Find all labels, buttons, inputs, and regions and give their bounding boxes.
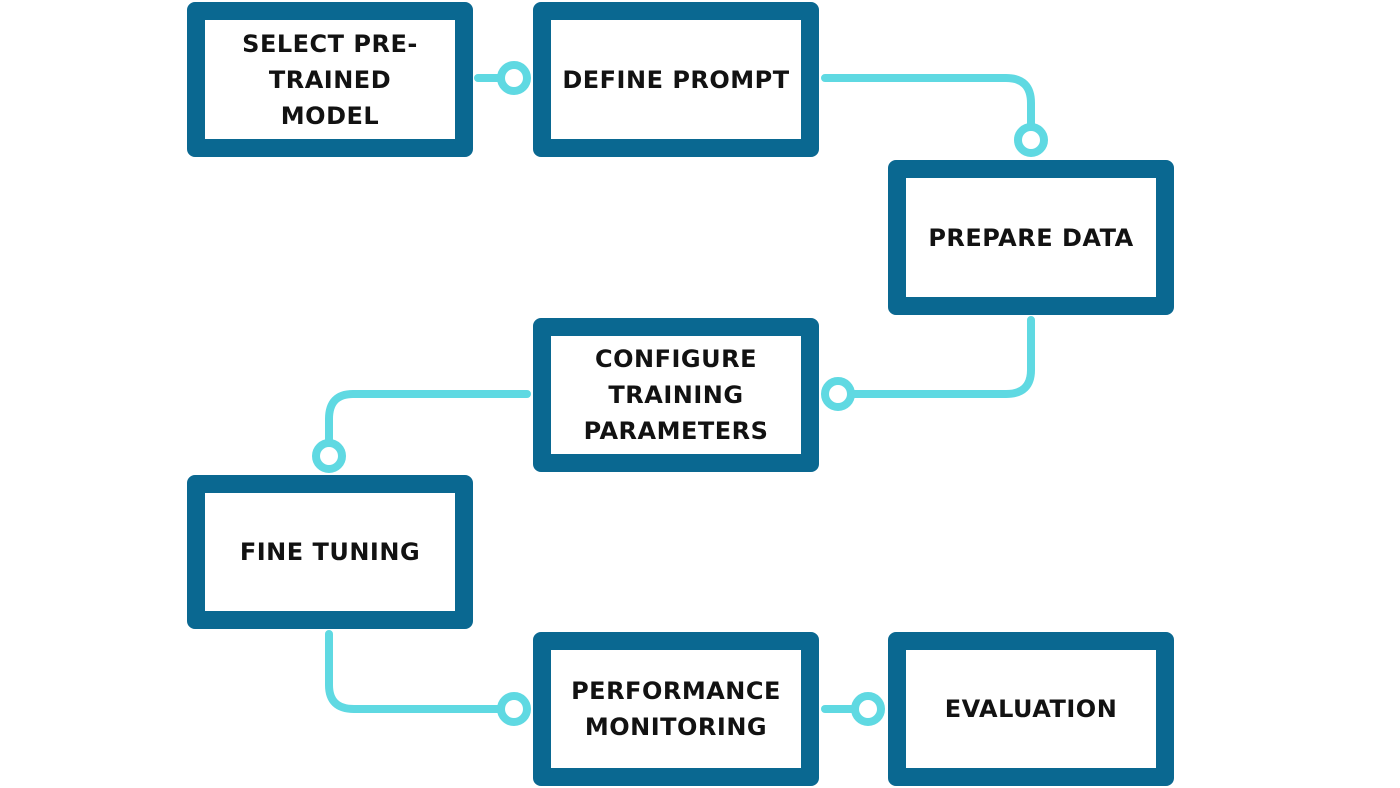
connector-prepare-to-configure — [848, 316, 1035, 398]
connector-node-performance-in — [497, 692, 531, 726]
step-label-define-prompt: DEFINE PROMPT — [562, 65, 790, 94]
step-label-fine-tuning: FINE TUNING — [239, 538, 421, 566]
step-box-define-prompt: DEFINE PROMPT — [533, 2, 819, 157]
connector-node-define-in — [497, 61, 531, 95]
connector-configure-to-fine-tuning — [325, 390, 531, 446]
connector-node-prepare-in — [1014, 123, 1048, 157]
connector-node-fine-tuning-in — [312, 439, 346, 473]
connector-define-to-prepare — [821, 74, 1035, 130]
step-box-select-pretrained-model: SELECT PRE- TRAINED MODEL — [187, 2, 473, 157]
step-box-configure-training-parameters: CONFIGURE TRAINING PARAMETERS — [533, 318, 819, 472]
connector-node-evaluation-in — [851, 692, 885, 726]
step-label-configure-training-parameters: CONFIGURE TRAINING PARAMETERS — [583, 345, 769, 445]
step-box-prepare-data: PREPARE DATA — [888, 160, 1174, 315]
step-label-performance-monitoring: PERFORMANCE MONITORING — [571, 677, 781, 741]
step-label-evaluation: EVALUATION — [944, 695, 1118, 723]
step-label-select-pretrained-model: SELECT PRE- TRAINED MODEL — [242, 29, 418, 130]
connector-fine-tuning-to-performance — [325, 630, 504, 713]
step-box-evaluation: EVALUATION — [888, 632, 1174, 786]
connector-node-configure-in — [821, 377, 855, 411]
step-box-fine-tuning: FINE TUNING — [187, 475, 473, 629]
step-label-prepare-data: PREPARE DATA — [928, 223, 1134, 252]
step-box-performance-monitoring: PERFORMANCE MONITORING — [533, 632, 819, 786]
